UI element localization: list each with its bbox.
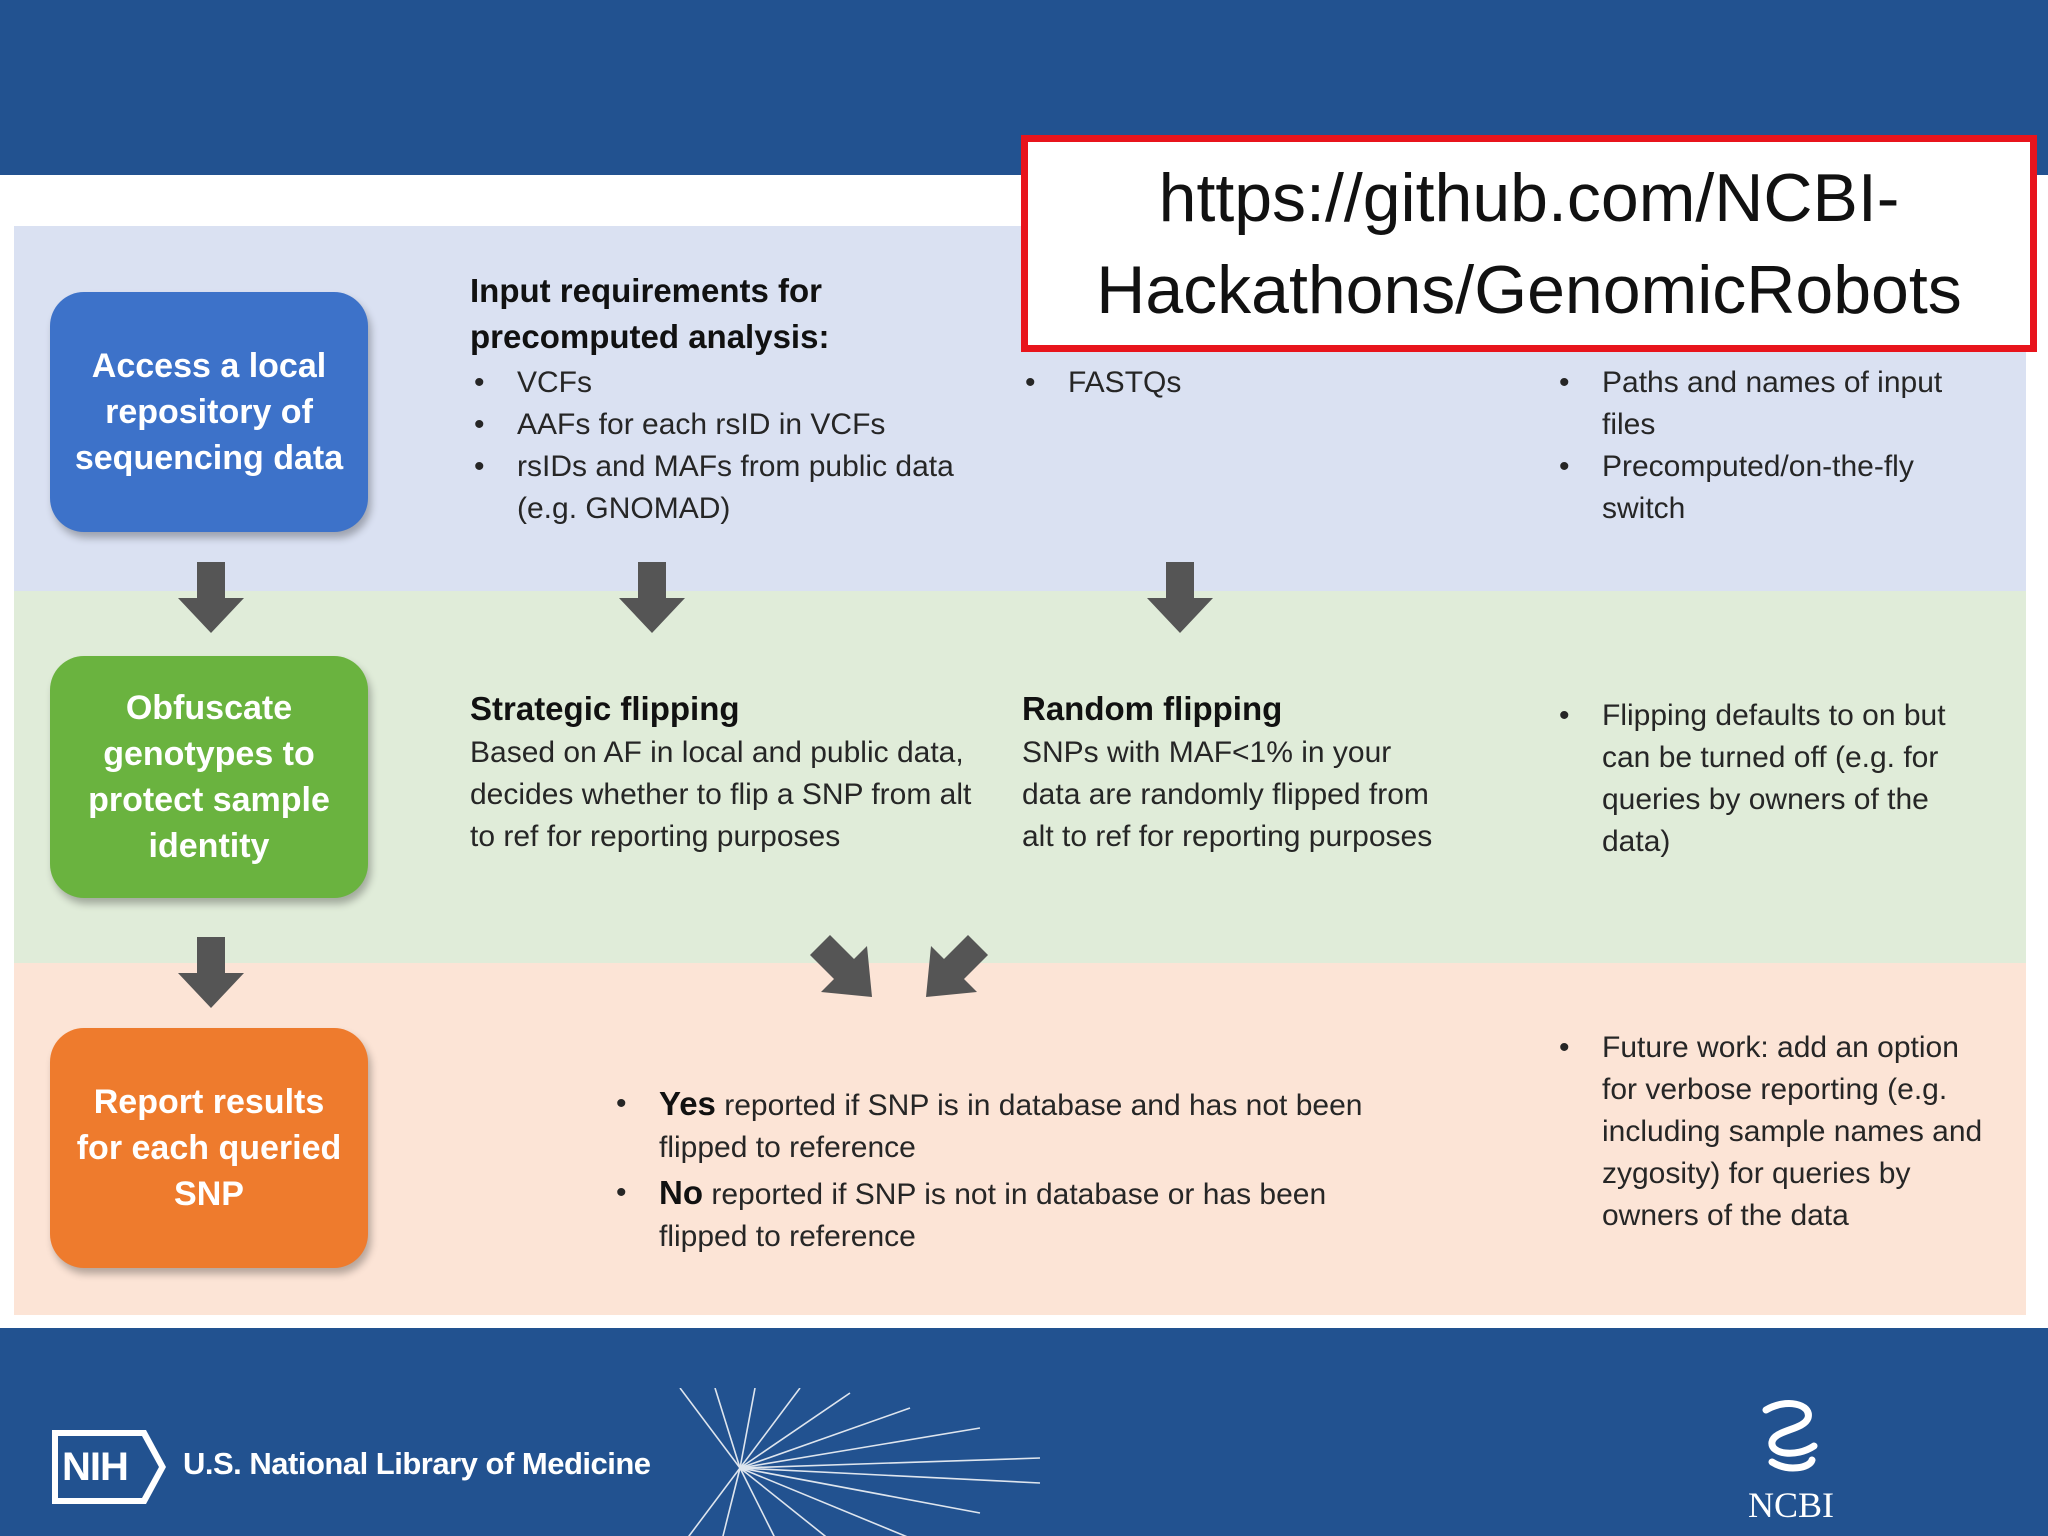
onthefly-list: FASTQs bbox=[1021, 362, 1471, 404]
step-obfuscate-genotypes: Obfuscate genotypes to protect sample id… bbox=[50, 656, 368, 898]
list-item: No reported if SNP is not in database or… bbox=[612, 1172, 1372, 1258]
report-rules-list: Yes reported if SNP is in database and h… bbox=[612, 1083, 1372, 1258]
list-item: Yes reported if SNP is in database and h… bbox=[612, 1083, 1372, 1169]
list-item: Precomputed/on-the-fly switch bbox=[1555, 446, 1995, 530]
yes-description: reported if SNP is in database and has n… bbox=[659, 1089, 1363, 1164]
github-url-box: https://github.com/NCBI- Hackathons/Geno… bbox=[1021, 135, 2037, 352]
down-arrow-icon bbox=[178, 562, 244, 633]
flipping-note: Flipping defaults to on but can be turne… bbox=[1555, 695, 1995, 863]
list-item: Future work: add an option for verbose r… bbox=[1555, 1027, 1995, 1237]
github-url-line2: Hackathons/GenomicRobots bbox=[1096, 251, 1962, 328]
list-item: FASTQs bbox=[1021, 362, 1471, 404]
future-work: Future work: add an option for verbose r… bbox=[1555, 1027, 1995, 1237]
nih-logo-outline bbox=[52, 1430, 166, 1504]
config-requirements: Paths and names of input files Precomput… bbox=[1555, 362, 1995, 530]
footer-bar bbox=[0, 1328, 2048, 1536]
step-access-repository: Access a local repository of sequencing … bbox=[50, 292, 368, 532]
converging-arrows-icon bbox=[810, 935, 872, 997]
down-arrow-icon bbox=[1147, 562, 1213, 633]
flipping-note-list: Flipping defaults to on but can be turne… bbox=[1555, 695, 1995, 863]
onthefly-requirements: FASTQs bbox=[1021, 362, 1471, 404]
strategic-flipping-body: Based on AF in local and public data, de… bbox=[470, 736, 972, 853]
list-item: AAFs for each rsID in VCFs bbox=[470, 404, 990, 446]
list-item: Paths and names of input files bbox=[1555, 362, 1995, 446]
strategic-flipping: Strategic flipping Based on AF in local … bbox=[470, 686, 990, 858]
ncbi-label: NCBI bbox=[1748, 1485, 1835, 1525]
starburst-graphic bbox=[679, 1388, 1041, 1536]
precomputed-list: VCFs AAFs for each rsID in VCFs rsIDs an… bbox=[470, 362, 990, 530]
step-obfuscate-label: Obfuscate genotypes to protect sample id… bbox=[88, 689, 330, 865]
converging-arrows-icon bbox=[926, 935, 988, 997]
step-report-results: Report results for each queried SNP bbox=[50, 1028, 368, 1268]
down-arrow-icon bbox=[619, 562, 685, 633]
list-item: VCFs bbox=[470, 362, 990, 404]
step-access-label: Access a local repository of sequencing … bbox=[74, 347, 344, 477]
yes-keyword: Yes bbox=[659, 1085, 716, 1122]
future-work-list: Future work: add an option for verbose r… bbox=[1555, 1027, 1995, 1237]
nlm-label: U.S. National Library of Medicine bbox=[183, 1446, 651, 1481]
no-description: reported if SNP is not in database or ha… bbox=[659, 1178, 1327, 1253]
step-report-label: Report results for each queried SNP bbox=[76, 1083, 342, 1213]
random-flipping: Random flipping SNPs with MAF<1% in your… bbox=[1022, 686, 1452, 858]
precomputed-requirements: Input requirements for precomputed analy… bbox=[470, 268, 990, 530]
config-list: Paths and names of input files Precomput… bbox=[1555, 362, 1995, 530]
github-url[interactable]: https://github.com/NCBI- Hackathons/Geno… bbox=[1096, 152, 1962, 336]
no-keyword: No bbox=[659, 1174, 703, 1211]
ncbi-helix-logo bbox=[1762, 1400, 1818, 1472]
list-item: Flipping defaults to on but can be turne… bbox=[1555, 695, 1995, 863]
nih-logo: NIH bbox=[48, 1426, 166, 1508]
github-url-line1: https://github.com/NCBI- bbox=[1158, 159, 1900, 236]
random-flipping-body: SNPs with MAF<1% in your data are random… bbox=[1022, 736, 1433, 853]
random-flipping-heading: Random flipping bbox=[1022, 690, 1283, 727]
list-item: rsIDs and MAFs from public data (e.g. GN… bbox=[470, 446, 990, 530]
nih-label: NIH bbox=[62, 1444, 129, 1489]
down-arrow-icon bbox=[178, 937, 244, 1008]
report-rules: Yes reported if SNP is in database and h… bbox=[612, 1083, 1372, 1258]
precomputed-heading: Input requirements for precomputed analy… bbox=[470, 272, 830, 355]
strategic-flipping-heading: Strategic flipping bbox=[470, 690, 740, 727]
